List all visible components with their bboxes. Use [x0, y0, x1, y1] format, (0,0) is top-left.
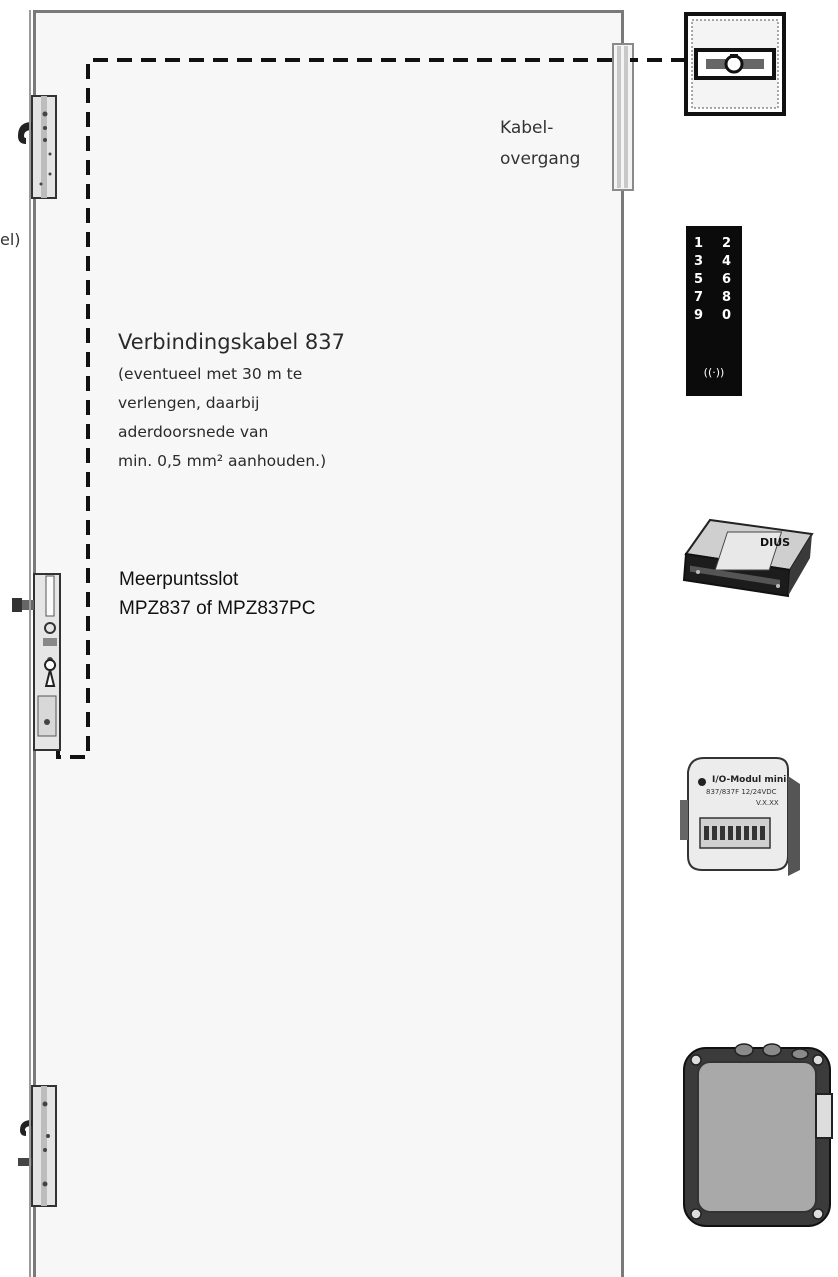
cropped-left-text: el) [0, 230, 21, 249]
keypad-key: 3 [694, 254, 704, 269]
multipoint-lock-label-line: MPZ837 of MPZ837PC [119, 598, 316, 619]
upper-lock-case [18, 95, 57, 199]
io-module-line: 837/837F 12/24VDC [706, 788, 777, 796]
keypad-row: 1 2 [686, 236, 742, 254]
keypad-key: 2 [722, 236, 732, 251]
keypad-key: 8 [722, 290, 732, 305]
connection-cable-note-line: min. 0,5 mm² aanhouden.) [118, 452, 327, 470]
keypad-row: 7 8 [686, 290, 742, 308]
cable-transition-label-line: overgang [500, 149, 581, 169]
keypad-reader: 1 2 3 4 5 6 7 8 9 0 ((·)) [686, 226, 742, 396]
keypad-key: 6 [722, 272, 732, 287]
keypad-key: 9 [694, 308, 704, 323]
cable-transition-label-line: Kabel- [500, 118, 554, 138]
keypad-row: 9 0 [686, 308, 742, 326]
connection-cable-note-line: verlengen, daarbij [118, 394, 260, 412]
frame-contact-device-icon [684, 12, 786, 116]
power-supply-logo: DIUS [760, 536, 790, 549]
door-edge-strip [29, 10, 31, 1277]
connection-cable-label: Verbindingskabel 837 (eventueel met 30 m… [118, 330, 345, 476]
connection-cable-note-line: (eventueel met 30 m te [118, 365, 303, 383]
power-supply-icon: DIUS [682, 518, 814, 598]
multipoint-lock-label-line: Meerpuntsslot [119, 569, 239, 590]
cable-transition-strip [612, 43, 634, 191]
io-module-icon: I/O-Modul mini 837/837F 12/24VDC V.X.XX [680, 757, 800, 876]
keypad-key: 7 [694, 290, 704, 305]
keypad-row: 3 4 [686, 254, 742, 272]
io-module-line: I/O-Modul mini [712, 775, 786, 785]
lower-lock-case [18, 1085, 57, 1207]
keypad-key: 4 [722, 254, 732, 269]
keypad-key: 1 [694, 236, 704, 251]
middle-lock-case [12, 573, 61, 751]
keypad-key: 5 [694, 272, 704, 287]
junction-box-icon [683, 1043, 833, 1227]
multipoint-lock-label: Meerpuntsslot MPZ837 of MPZ837PC [119, 565, 315, 623]
rfid-icon: ((·)) [703, 366, 725, 379]
door-panel [33, 10, 624, 1277]
connection-cable-title: Verbindingskabel 837 [118, 330, 346, 354]
io-module-line: V.X.XX [756, 799, 779, 807]
keypad-row: 5 6 [686, 272, 742, 290]
cable-transition-label: Kabel- overgang [500, 113, 580, 175]
connection-cable-note-line: aderdoorsnede van [118, 423, 269, 441]
keypad-key: 0 [722, 308, 732, 323]
